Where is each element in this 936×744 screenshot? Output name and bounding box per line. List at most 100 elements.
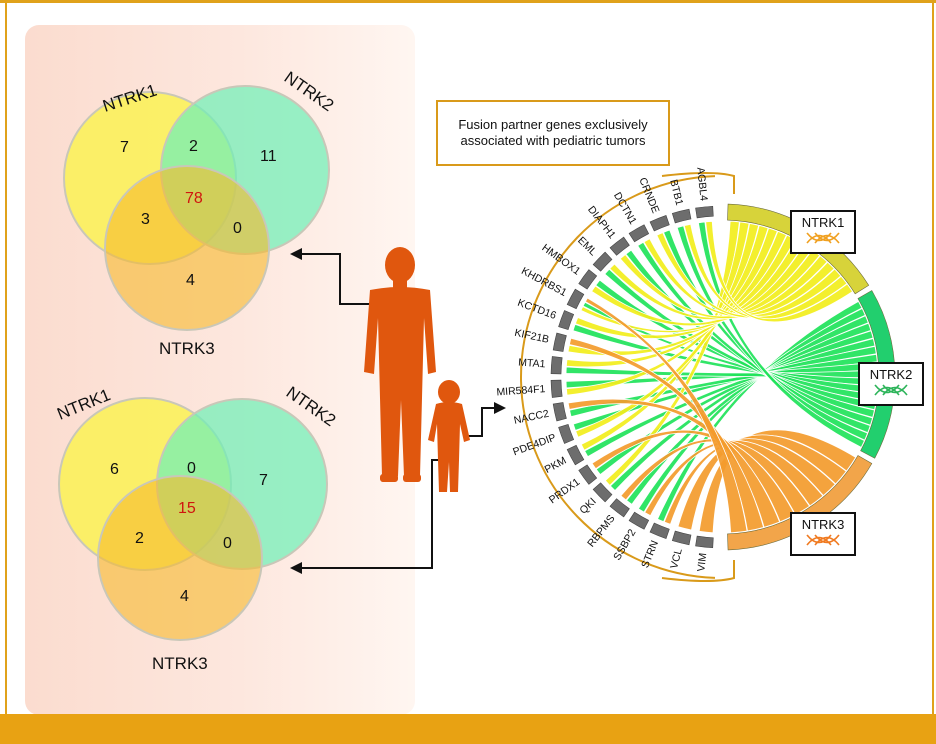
partner-label-btb1: BTB1 (667, 178, 685, 207)
ribbon-kctd16-ntrk1 (574, 234, 796, 339)
partner-arc-khdrbs1 (566, 288, 585, 310)
partner-arc-vcl (671, 530, 692, 546)
partner-label-mir584f1: MIR584F1 (496, 383, 546, 398)
child-silhouette-icon (428, 380, 470, 492)
ribbon-btb1-ntrk1 (683, 223, 848, 320)
venn-top-count-ntrk3-only: 4 (186, 272, 195, 289)
partner-arc-mta1 (550, 356, 563, 375)
partner-arc-kif21b (552, 332, 567, 352)
partner-arc-pde4dip (558, 423, 575, 444)
venn-bottom-count-ntrk2-ntrk3: 0 (223, 535, 232, 552)
ribbon-qki-ntrk2 (609, 322, 872, 492)
ribbon-pkm-ntrk2 (584, 338, 876, 458)
ribbon-btb1-ntrk2 (676, 225, 869, 441)
arrow-head-top (290, 248, 302, 260)
partner-label-eml: EML (575, 235, 599, 259)
chord-partner-arcs (550, 205, 714, 549)
venn-bottom-count-ntrk1-ntrk3: 2 (135, 530, 144, 547)
ribbon-rbpms-ntrk3 (620, 438, 811, 516)
partner-arc-strn (649, 522, 670, 539)
chord-diagram: VIMVCLSTRNSSBP2RBPMSQKIPRDX1PKMPDE4DIPNA… (496, 167, 896, 582)
partner-label-hmbox1: HMBOX1 (540, 242, 583, 278)
partner-arc-prdx1 (578, 464, 598, 485)
ribbon-khdrbs1-ntrk3 (584, 297, 748, 534)
ribbon-pde4dip-ntrk1 (575, 223, 760, 438)
gene-box-ntrk1-label: NTRK1 (801, 215, 845, 230)
arrow-child-to-chord (466, 407, 496, 437)
ribbon-agbl4-ntrk2 (697, 221, 865, 448)
partner-arc-crnde (649, 215, 670, 232)
gene-box-ntrk1: NTRK1 (790, 210, 856, 254)
ribbon-diaph1-ntrk1 (619, 254, 828, 319)
partner-arc-hmbox1 (578, 269, 598, 290)
chord-bracket (520, 172, 735, 582)
top-border (0, 0, 936, 3)
partner-arc-agbl4 (695, 205, 714, 219)
gene-box-ntrk2: NTRK2 (858, 362, 924, 406)
ribbon-dctn1-ntrk2 (637, 241, 874, 426)
arrow-head-chord (494, 402, 506, 414)
partner-arc-kctd16 (558, 310, 575, 331)
partner-label-pkm: PKM (543, 455, 569, 476)
ribbon-dctn1-ntrk1 (643, 238, 835, 318)
venn-top-count-ntrk2-only: 11 (260, 148, 277, 165)
partner-arc-vim (695, 535, 714, 549)
venn-top: NTRK1 NTRK2 NTRK3 7 2 11 3 78 0 4 (63, 68, 337, 358)
ribbon-qki-ntrk1 (604, 220, 740, 486)
venn-bottom-count-ntrk3-only: 4 (180, 588, 189, 605)
partner-label-pde4dip: PDE4DIP (511, 432, 557, 459)
venn-top-circle-ntrk3 (104, 165, 270, 331)
chord-ribbons (565, 220, 879, 534)
partner-label-khdrbs1: KHDRBS1 (519, 265, 569, 299)
partner-label-agbl4: AGBL4 (694, 167, 709, 202)
chord-title: Fusion partner genes exclusively associa… (436, 100, 670, 166)
venn-bottom-count-ntrk2-only: 7 (259, 472, 268, 489)
venn-top-count-ntrk1-only: 7 (120, 139, 129, 156)
venn-bottom: NTRK1 NTRK2 NTRK3 6 0 7 2 15 0 4 (54, 383, 339, 673)
partner-label-kif21b: KIF21B (513, 327, 550, 346)
venn-top-label-ntrk3: NTRK3 (159, 339, 215, 358)
dna-icon (806, 534, 840, 546)
partner-label-rbpms: RBPMS (585, 513, 617, 550)
partner-arc-eml (592, 251, 613, 272)
ribbon-agbl4-ntrk1 (705, 220, 854, 323)
ribbon-mta1-ntrk1 (565, 227, 778, 368)
ribbon-strn-ntrk2 (657, 300, 863, 523)
venn-bottom-count-ntrk1-ntrk2: 0 (187, 460, 196, 477)
partner-arc-rbpms (609, 498, 630, 518)
ribbon-pde4dip-ntrk2 (572, 345, 877, 431)
adult-silhouette-icon (364, 247, 436, 482)
gene-arc-ntrk2 (857, 290, 896, 459)
gene-box-ntrk3-label: NTRK3 (801, 517, 845, 532)
venn-bottom-circle-ntrk3 (97, 475, 263, 641)
partner-label-nacc2: NACC2 (513, 408, 550, 427)
partner-label-vcl: VCL (668, 547, 685, 570)
venn-bottom-count-ntrk1-only: 6 (110, 461, 119, 478)
partner-arc-btb1 (671, 208, 692, 224)
ribbon-diaph1-ntrk2 (625, 249, 875, 418)
venn-top-count-all: 78 (185, 190, 203, 207)
venn-bottom-count-all: 15 (178, 500, 196, 517)
partner-arc-dctn1 (628, 224, 650, 243)
partner-arc-pkm (566, 444, 585, 466)
partner-arc-mir584f1 (550, 379, 563, 398)
dna-icon (874, 384, 908, 396)
partner-label-mta1: MTA1 (518, 357, 546, 371)
dna-icon (806, 232, 840, 244)
right-border (932, 3, 934, 715)
arrow-adult-to-top-venn (300, 253, 388, 305)
partner-label-vim: VIM (695, 552, 709, 572)
partner-arc-qki (592, 482, 613, 503)
venn-bottom-label-ntrk3: NTRK3 (152, 654, 208, 673)
partner-arc-ssbp2 (628, 511, 650, 530)
ribbon-kif21b-ntrk3 (568, 337, 765, 532)
partner-arc-diaph1 (609, 236, 630, 256)
ribbon-crnde-ntrk2 (663, 229, 871, 434)
arrow-head-bottom (290, 562, 302, 574)
partner-label-crnde: CRNDE (636, 176, 661, 215)
gene-box-ntrk2-label: NTRK2 (869, 367, 913, 382)
left-border (5, 3, 7, 715)
partner-label-strn: STRN (639, 539, 661, 570)
partner-label-qki: QKI (577, 495, 598, 516)
